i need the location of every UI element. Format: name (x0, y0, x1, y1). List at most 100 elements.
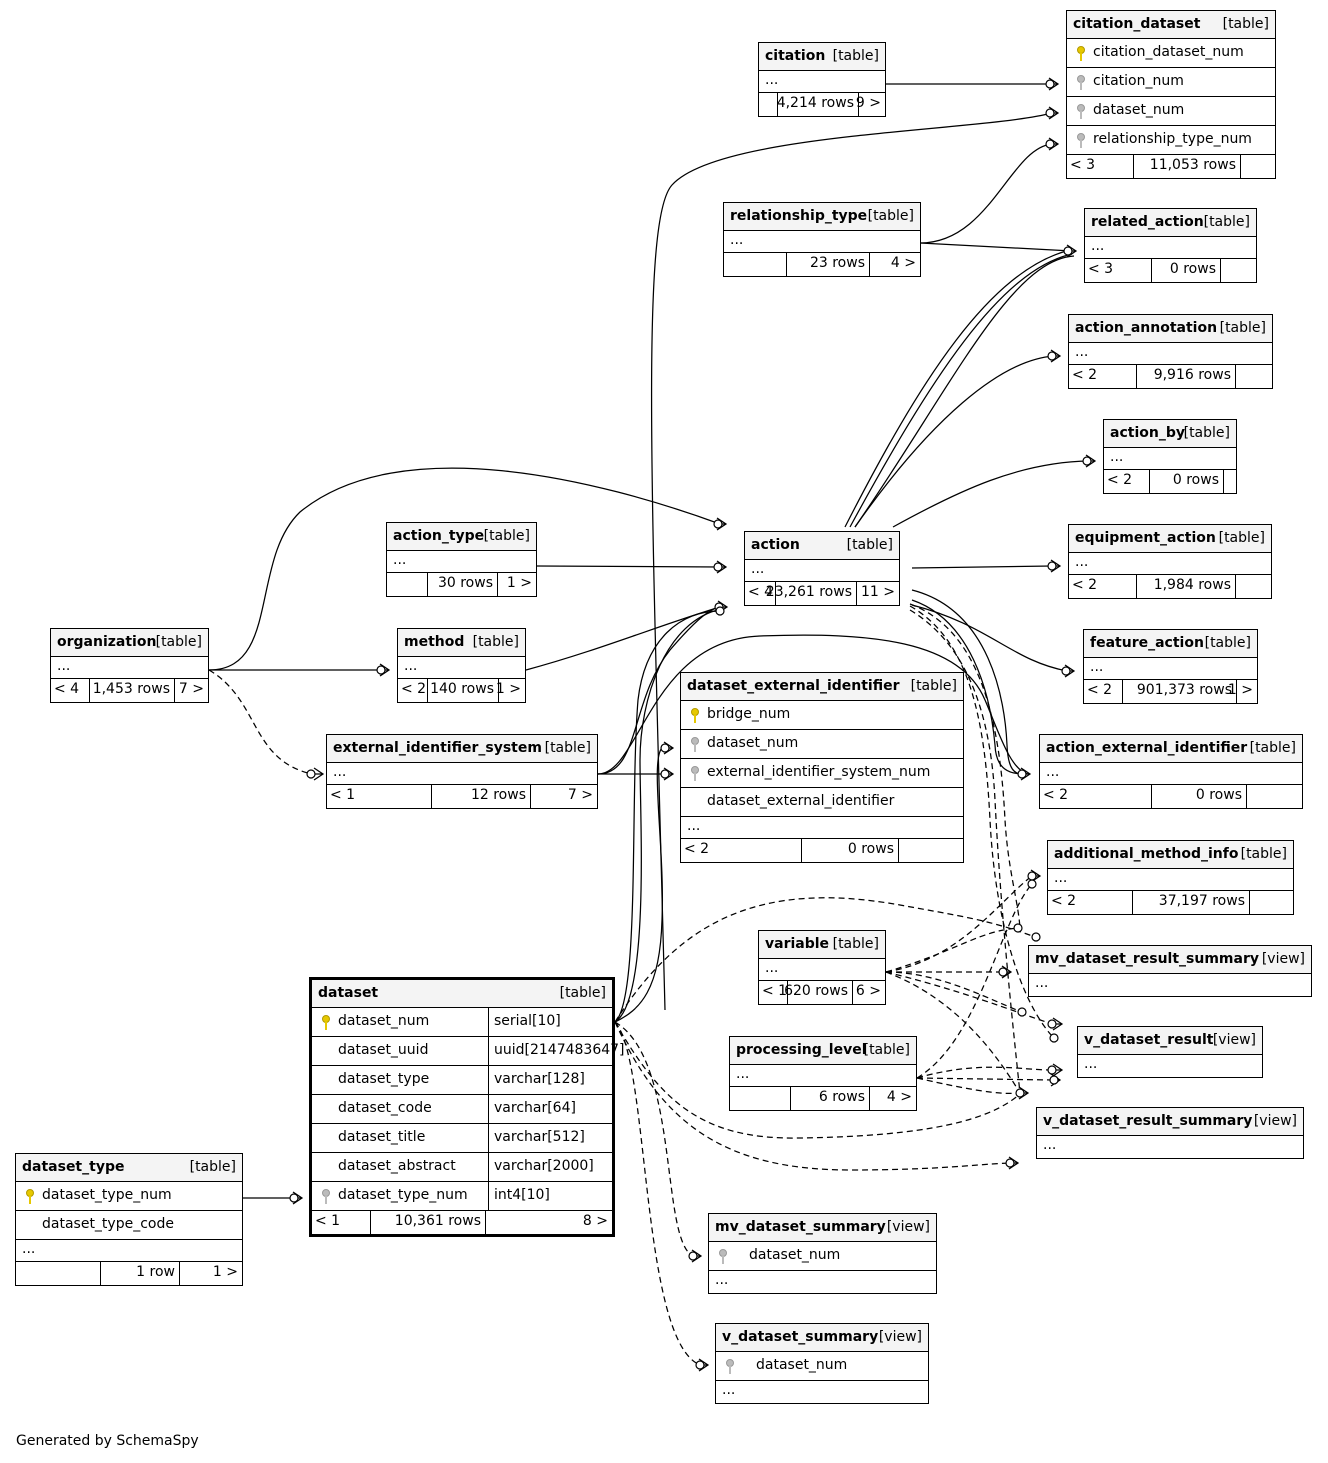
column-row[interactable]: relationship_type_num (1067, 126, 1275, 155)
entity-dataset-external-identifier[interactable]: dataset_external_identifier[table]bridge… (680, 672, 964, 863)
parents-link[interactable]: < 1 (315, 1213, 341, 1229)
parents-link[interactable]: < 2 (401, 681, 427, 697)
parents-link[interactable]: < 2 (1072, 577, 1098, 593)
column-type: serial[10] (488, 1008, 612, 1036)
relationship-line (885, 971, 1023, 1013)
column-row[interactable]: dataset_num (709, 1242, 936, 1271)
column-row[interactable]: dataset_type_code (16, 1211, 242, 1240)
children-link-cell (899, 839, 963, 862)
column-row[interactable]: dataset_num (1067, 97, 1275, 126)
column-name: citation_num (1093, 73, 1184, 89)
crows-foot-marker (1048, 106, 1060, 120)
entity-header: related_action[table] (1085, 209, 1256, 237)
parents-link[interactable]: < 2 (1107, 472, 1133, 488)
children-link[interactable]: 1 > (495, 681, 521, 697)
column-type: uuid[2147483647] (488, 1037, 625, 1065)
children-link[interactable]: 7 > (567, 787, 593, 803)
entity-v-dataset-summary[interactable]: v_dataset_summary[view]dataset_num... (715, 1323, 929, 1404)
entity-mv-dataset-result-summary[interactable]: mv_dataset_result_summary[view]... (1028, 945, 1312, 997)
entity-name: method (404, 634, 465, 650)
row-count-cell: 6 rows (790, 1087, 870, 1110)
parents-link[interactable]: < 2 (1087, 682, 1113, 698)
parents-link[interactable]: < 2 (1051, 893, 1077, 909)
children-link[interactable]: 11 > (861, 584, 895, 600)
parents-link[interactable]: < 4 (54, 681, 80, 697)
column-row[interactable]: citation_num (1067, 68, 1275, 97)
children-link[interactable]: 9 > (855, 95, 881, 111)
column-row[interactable]: external_identifier_system_num (681, 759, 963, 788)
primary-key-icon (1076, 46, 1086, 62)
parents-link[interactable]: < 1 (330, 787, 356, 803)
entity-v-dataset-result[interactable]: v_dataset_result[view]... (1077, 1026, 1263, 1078)
column-row[interactable]: citation_dataset_num (1067, 39, 1275, 68)
relationship-line (536, 565, 721, 568)
parents-link-cell: < 2 (681, 839, 801, 862)
children-link-cell (1241, 155, 1275, 178)
children-link[interactable]: 4 > (886, 1089, 912, 1105)
entity-header: v_dataset_result[view] (1078, 1027, 1262, 1055)
parents-link[interactable]: < 2 (1072, 367, 1098, 383)
entity-mv-dataset-summary[interactable]: mv_dataset_summary[view]dataset_num... (708, 1213, 937, 1294)
optional-marker (1031, 932, 1041, 942)
parents-link[interactable]: < 2 (1043, 787, 1069, 803)
ellipsis: ... (1084, 1056, 1098, 1072)
parents-link[interactable]: < 2 (684, 841, 710, 857)
column-name: dataset_code (338, 1100, 432, 1116)
column-row[interactable]: dataset_num (681, 730, 963, 759)
row-count: 4,214 rows (776, 95, 854, 111)
entity-header: external_identifier_system[table] (327, 735, 597, 763)
column-row[interactable]: bridge_num (681, 701, 963, 730)
crows-foot-marker (1066, 244, 1078, 258)
row-count: 23,261 rows (765, 584, 852, 600)
children-link[interactable]: 7 > (178, 681, 204, 697)
entity-v-dataset-result-summary[interactable]: v_dataset_result_summary[view]... (1036, 1107, 1304, 1159)
column-row[interactable]: dataset_external_identifier (681, 788, 963, 817)
children-link[interactable]: 1 > (506, 575, 532, 591)
entity-header: action_annotation[table] (1069, 315, 1272, 343)
entity-name: action_external_identifier (1046, 740, 1248, 756)
children-link[interactable]: 1 > (1227, 682, 1253, 698)
children-link[interactable]: 1 > (212, 1264, 238, 1280)
optional-marker (660, 769, 670, 779)
ellipsis: ... (1035, 975, 1049, 991)
children-link[interactable]: 8 > (582, 1213, 608, 1229)
entity-kind: [table] (1222, 16, 1269, 32)
children-link[interactable]: 6 > (855, 983, 881, 999)
entity-citation-dataset[interactable]: citation_dataset[table]citation_dataset_… (1066, 10, 1276, 179)
parents-link[interactable]: < 3 (1070, 157, 1096, 173)
column-row[interactable]: dataset_num (716, 1352, 928, 1381)
optional-marker (1049, 1075, 1059, 1085)
children-link[interactable]: 4 > (890, 255, 916, 271)
optional-marker (1027, 871, 1037, 881)
ellipsis: ... (1075, 344, 1089, 360)
column-row[interactable]: dataset_type_num (16, 1182, 242, 1211)
column-type: varchar[128] (488, 1066, 612, 1094)
entity-kind: [table] (1204, 635, 1251, 651)
parents-link[interactable]: < 3 (1088, 261, 1114, 277)
